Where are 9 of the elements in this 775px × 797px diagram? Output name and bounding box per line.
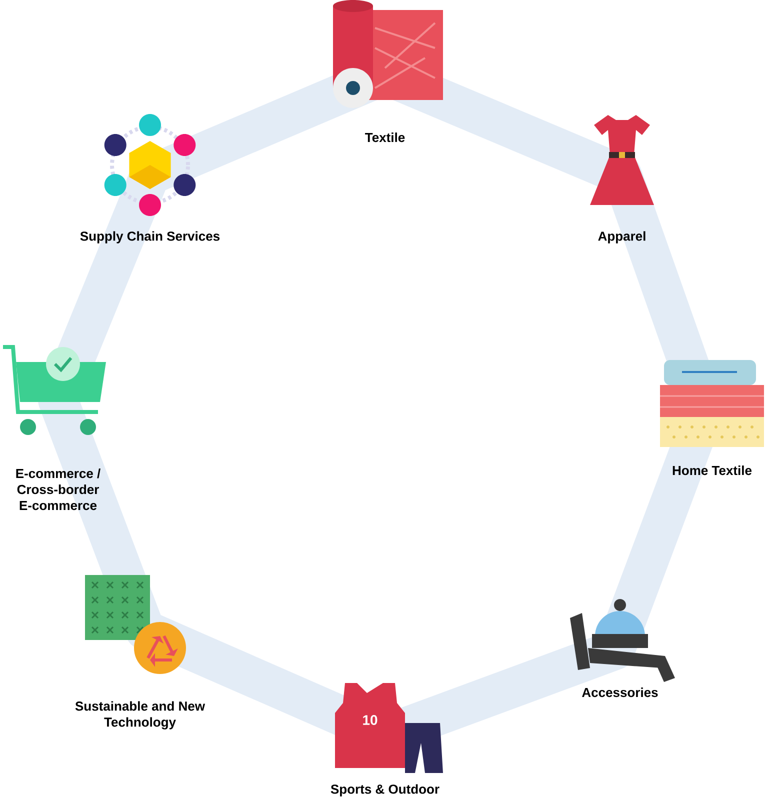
category-label: Sustainable and New Technology <box>75 701 206 730</box>
category-label: Supply Chain Services <box>80 231 220 244</box>
category-label: Sports & Outdoor <box>330 784 440 796</box>
category-label: Home Textile <box>672 466 752 476</box>
jersey-number: 10 <box>363 715 378 725</box>
category-label: Apparel <box>598 231 646 244</box>
category-label: E-commerce / Cross-border E-commerce <box>16 468 100 510</box>
category-label: Textile <box>365 132 405 142</box>
category-label: Accessories <box>582 688 658 698</box>
